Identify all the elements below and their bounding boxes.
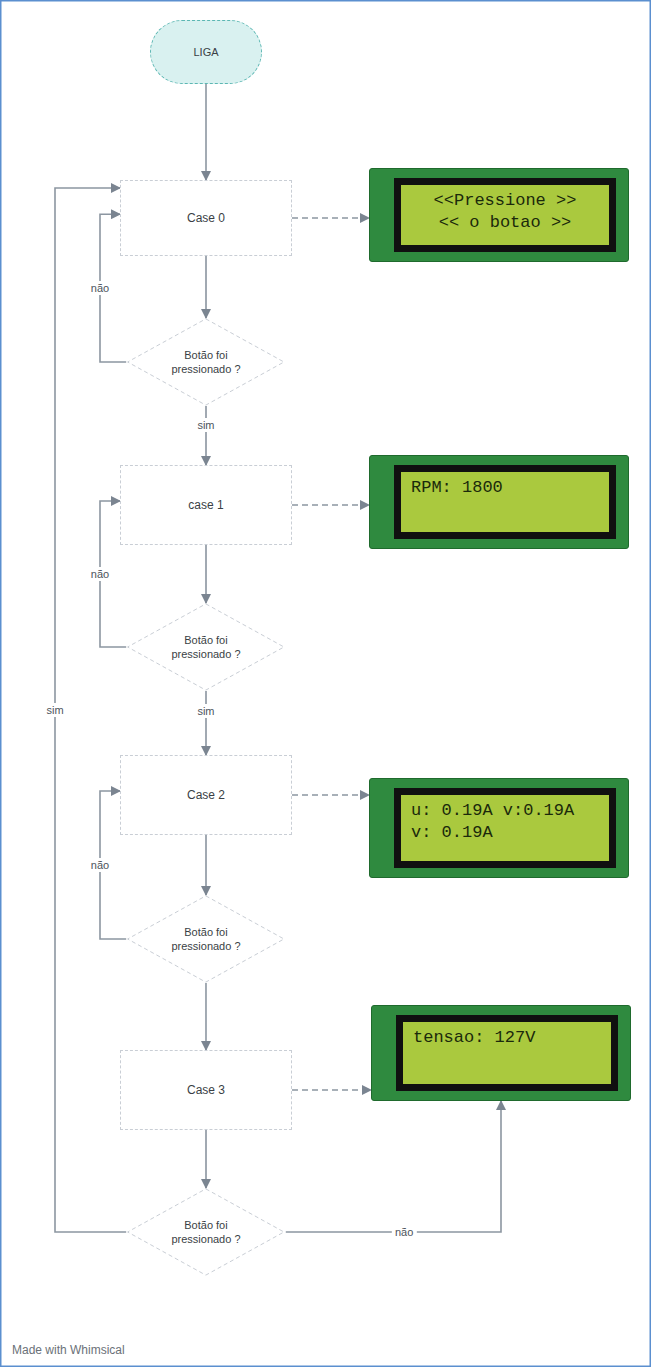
- lcd-display: RPM: 1800: [369, 455, 629, 549]
- decision-diamond: Botão foi pressionado ?: [126, 318, 286, 406]
- flow-arrow: [205, 691, 207, 755]
- lcd-text: RPM: 1800: [411, 477, 599, 499]
- diamond-shape: [128, 319, 284, 405]
- node-content: Case 2: [187, 788, 225, 802]
- node-content: case 1: [188, 498, 223, 512]
- display-link: [292, 794, 369, 796]
- diamond-outline: [126, 895, 286, 983]
- lcd-text: tensao: 127V: [413, 1027, 601, 1049]
- process-box: Case 3: [120, 1050, 292, 1130]
- node-content: Botão foi pressionado ?: [164, 1218, 248, 1247]
- process-box: Case 2: [120, 755, 292, 835]
- edge-label: não: [88, 567, 112, 581]
- node-content: Case 3: [187, 1083, 225, 1097]
- display-link: [292, 1089, 371, 1091]
- flow-arrow: [205, 406, 207, 465]
- flow-arrow: [205, 1130, 207, 1188]
- flow-arrow: [286, 1101, 501, 1232]
- node-label: Case 3: [187, 1083, 225, 1097]
- edge-label: não: [88, 858, 112, 872]
- diamond-shape: [128, 604, 284, 690]
- decision-diamond: Botão foi pressionado ?: [126, 603, 286, 691]
- diamond-outline: [126, 318, 286, 406]
- lcd-display: u: 0.19A v:0.19Av: 0.19A: [369, 778, 629, 878]
- edge-label: sim: [194, 418, 217, 432]
- display-link: [292, 217, 369, 219]
- node-content: LIGA: [193, 46, 218, 58]
- decision-diamond: Botão foi pressionado ?: [126, 895, 286, 983]
- watermark: Made with Whimsical: [12, 1343, 125, 1357]
- node-content: Botão foi pressionado ?: [164, 633, 248, 662]
- lcd-text: <<Pressione >>: [411, 190, 599, 212]
- node-content: Case 0: [187, 211, 225, 225]
- start-terminal: LIGA: [150, 20, 262, 84]
- decision-diamond: Botão foi pressionado ?: [126, 1188, 286, 1276]
- flow-arrow: [205, 256, 207, 318]
- lcd-display: <<Pressione >><< o botao >>: [369, 168, 629, 262]
- edge-label: sim: [194, 704, 217, 718]
- node-label: Case 2: [187, 788, 225, 802]
- flow-arrow: [205, 835, 207, 895]
- lcd-screen: <<Pressione >><< o botao >>: [394, 178, 616, 252]
- edge-label: não: [392, 1225, 416, 1239]
- node-label: Botão foi pressionado ?: [164, 348, 248, 377]
- diamond-shape: [128, 1189, 284, 1275]
- diamond-shape: [128, 896, 284, 982]
- node-label: LIGA: [193, 46, 218, 58]
- lcd-text: u: 0.19A v:0.19A: [411, 800, 599, 822]
- node-content: Botão foi pressionado ?: [164, 925, 248, 954]
- node-label: Botão foi pressionado ?: [164, 1218, 248, 1247]
- lcd-text: v: 0.19A: [411, 822, 599, 844]
- lcd-screen: tensao: 127V: [396, 1015, 618, 1091]
- lcd-screen: RPM: 1800: [394, 465, 616, 539]
- lcd-display: tensao: 127V: [371, 1005, 631, 1101]
- flow-arrow: [205, 983, 207, 1050]
- lcd-screen: u: 0.19A v:0.19Av: 0.19A: [394, 788, 616, 868]
- node-label: Botão foi pressionado ?: [164, 925, 248, 954]
- lcd-text: << o botao >>: [411, 212, 599, 234]
- node-label: case 1: [188, 498, 223, 512]
- edge-label: não: [88, 281, 112, 295]
- process-box: case 1: [120, 465, 292, 545]
- flow-arrow: [205, 84, 207, 180]
- process-box: Case 0: [120, 180, 292, 256]
- edge-label: sim: [43, 703, 66, 717]
- node-label: Case 0: [187, 211, 225, 225]
- node-label: Botão foi pressionado ?: [164, 633, 248, 662]
- flow-arrow: [205, 545, 207, 603]
- display-link: [292, 504, 369, 506]
- diamond-outline: [126, 1188, 286, 1276]
- diamond-outline: [126, 603, 286, 691]
- node-content: Botão foi pressionado ?: [164, 348, 248, 377]
